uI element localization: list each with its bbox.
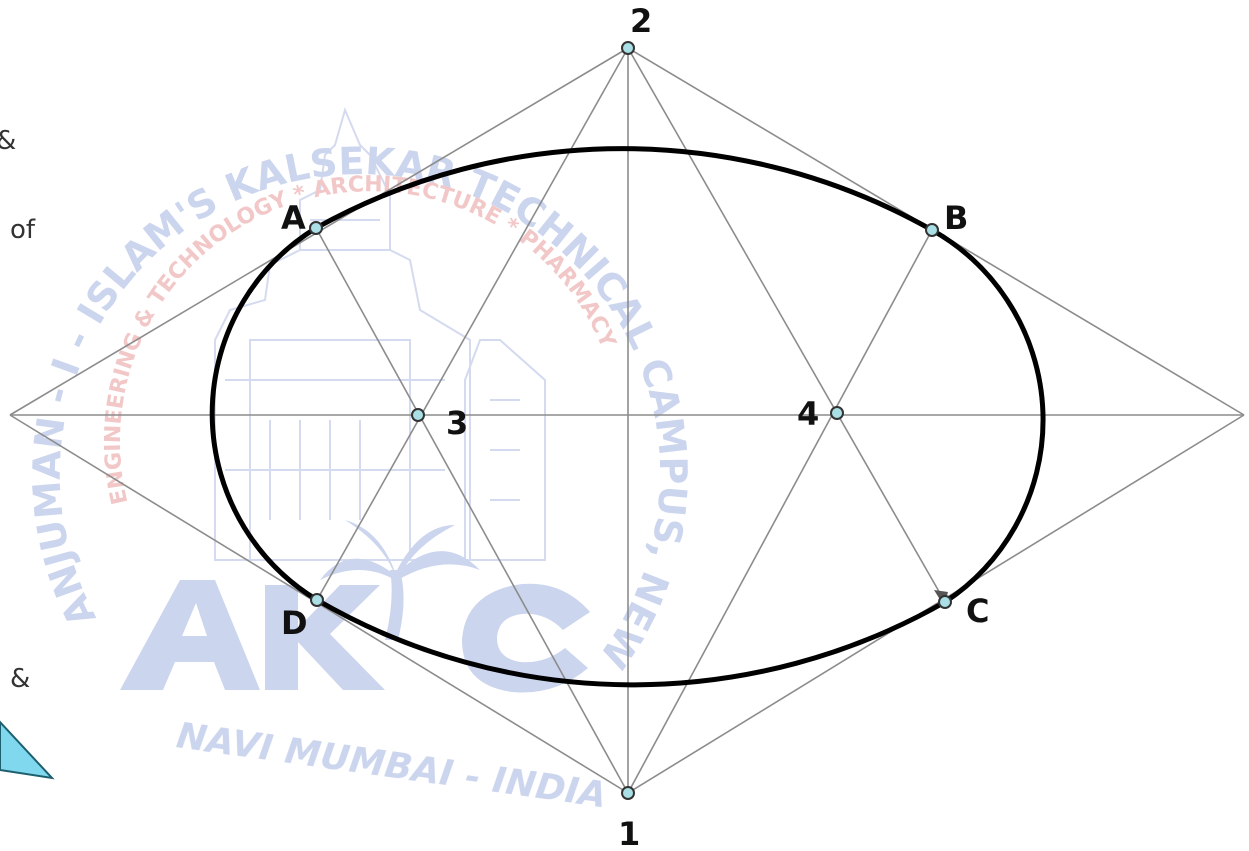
watermark-arc-top-text: ANJUMAN - I - ISLAM'S KALSEKAR TECHNICAL… xyxy=(0,0,695,676)
point-D-marker xyxy=(310,593,324,607)
label-point-C: C xyxy=(966,592,989,630)
cropped-text-ampersand-top: & xyxy=(0,126,16,156)
label-point-2: 2 xyxy=(630,2,652,40)
label-point-4: 4 xyxy=(797,395,819,433)
line-1-to-A xyxy=(315,227,629,794)
label-point-D: D xyxy=(281,604,308,642)
line-2-to-C xyxy=(627,47,946,603)
point-4-marker xyxy=(830,406,844,420)
ellipse-arc-left xyxy=(209,225,320,603)
line-2-to-D xyxy=(316,47,629,601)
point-2-marker xyxy=(621,41,635,55)
watermark: ANJUMAN - I - ISLAM'S KALSEKAR TECHNICAL… xyxy=(0,0,695,816)
watermark-palm-image xyxy=(320,520,480,640)
label-point-1: 1 xyxy=(618,815,640,851)
watermark-bottom-text: NAVI MUMBAI - INDIA xyxy=(174,715,609,816)
line-1-to-B xyxy=(627,229,933,794)
cropped-arrow-icon xyxy=(0,720,55,780)
point-3-marker xyxy=(411,408,425,422)
ellipse-arc-bottom xyxy=(314,597,948,688)
label-point-A: A xyxy=(281,199,306,237)
point-1-marker xyxy=(621,786,635,800)
label-point-B: B xyxy=(944,199,968,237)
point-A-marker xyxy=(309,221,323,235)
point-C-marker xyxy=(938,595,952,609)
watermark-building-image xyxy=(214,107,546,561)
ellipse-arc-top xyxy=(313,146,935,233)
cropped-text-ampersand-bottom: & xyxy=(10,664,31,694)
ellipse xyxy=(209,146,1046,688)
points xyxy=(309,41,952,800)
label-point-3: 3 xyxy=(446,404,468,442)
rhombus-edge-bottom-right xyxy=(627,414,1245,794)
ellipse-arc-right xyxy=(929,227,1046,605)
point-B-marker xyxy=(925,223,939,237)
cropped-text-of: of xyxy=(10,215,36,245)
construction-lines xyxy=(9,47,1245,794)
